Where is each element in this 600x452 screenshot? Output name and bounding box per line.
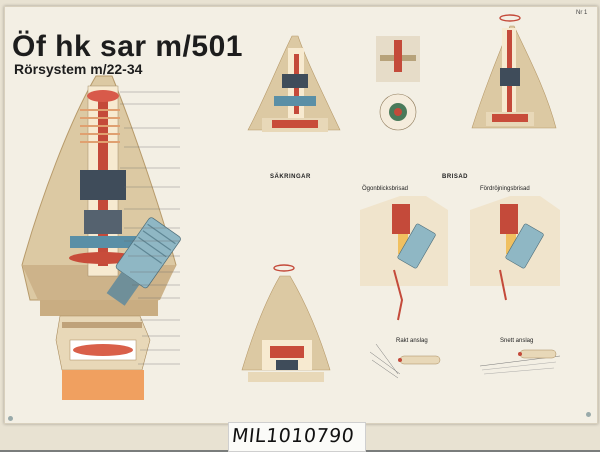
- catalogue-number: MIL1010790: [230, 425, 356, 447]
- armed-fuze-view: [471, 14, 557, 129]
- impact-diagram-oblique: [479, 349, 561, 375]
- pin-icon: [8, 416, 13, 421]
- section-heading-brisad: BRISAD: [442, 174, 469, 180]
- subheading-oblique: Snett anslag: [500, 338, 534, 344]
- subheading-right-angle: Rakt anslag: [396, 338, 428, 344]
- graze-fuze-view: [360, 196, 448, 321]
- subheading-graze: Ögonblicksbrisad: [362, 186, 409, 192]
- detail-mechanism-view: [376, 36, 420, 131]
- subheading-delay: Fördröjningsbrisad: [480, 186, 530, 192]
- upper-fuze-view: [247, 35, 341, 132]
- pin-icon: [586, 412, 591, 417]
- safety-fuze-view: [241, 264, 331, 382]
- poster-subtitle: Rörsystem m/22-34: [14, 61, 143, 77]
- impact-diagram-right-angle: [369, 343, 441, 379]
- main-fuze-cutaway: [21, 75, 181, 400]
- catalogue-tag: [228, 422, 366, 452]
- delay-fuze-view: [470, 196, 560, 301]
- plate-number: Nr 1: [576, 10, 588, 16]
- section-heading-safety: SÄKRINGAR: [270, 174, 311, 180]
- poster-title: Öf hk sar m/501: [12, 30, 243, 63]
